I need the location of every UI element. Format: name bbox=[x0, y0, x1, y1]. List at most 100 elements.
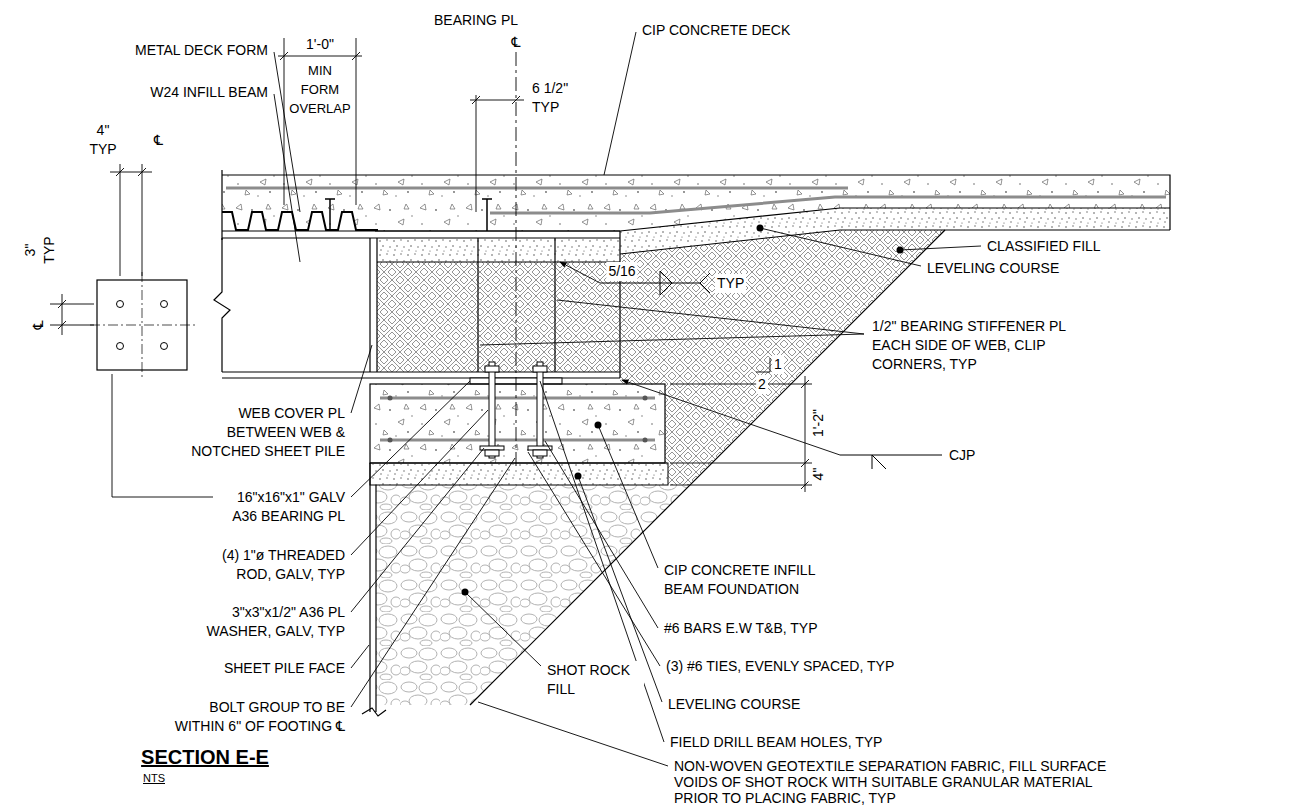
dimension-text: 1'-0" bbox=[304, 35, 336, 54]
callout-label: 16"x16"x1" GALV A36 BEARING PL bbox=[213, 488, 347, 526]
leader-dots bbox=[462, 225, 904, 596]
part-label: BEARING PL bbox=[432, 11, 520, 30]
infill-footing bbox=[362, 362, 668, 716]
leader-line bbox=[478, 702, 668, 766]
dimension-lines bbox=[278, 38, 812, 492]
footing-leveling bbox=[370, 463, 668, 485]
tie-dot bbox=[388, 396, 393, 401]
dimension-line bbox=[50, 164, 152, 335]
leader-line bbox=[760, 228, 921, 266]
bolt-hole bbox=[117, 343, 124, 350]
slope-number: 2 bbox=[756, 375, 768, 394]
callout-label: (4) 1"ø THREADED ROD, GALV, TYP bbox=[203, 546, 347, 584]
tie-dot bbox=[388, 438, 393, 443]
centerline bbox=[90, 272, 195, 378]
centerline-symbol: ℄ bbox=[510, 33, 523, 52]
leader-line bbox=[351, 410, 488, 555]
plate-detail bbox=[50, 164, 195, 378]
dimension-line bbox=[470, 95, 524, 212]
dimension-note: MIN FORM OVERLAP bbox=[287, 61, 354, 118]
callout-label: W24 INFILL BEAM bbox=[148, 83, 270, 102]
sheet-pile bbox=[362, 463, 386, 716]
leader-line bbox=[351, 458, 515, 707]
callout-label: LEVELING COURSE bbox=[925, 259, 1061, 278]
leader-dot bbox=[462, 589, 469, 596]
callout-label: (3) #6 TIES, EVENLY SPACED, TYP bbox=[664, 657, 896, 676]
callout-label: SHOT ROCK FILL bbox=[545, 661, 644, 699]
leader-dot bbox=[595, 422, 602, 429]
bolt-hole bbox=[161, 301, 168, 308]
tie-dot bbox=[643, 438, 648, 443]
leader-line bbox=[540, 381, 664, 742]
callout-label: METAL DECK FORM bbox=[133, 41, 270, 60]
callout-label: CLASSIFIED FILL bbox=[985, 237, 1103, 256]
dimension-line bbox=[670, 376, 812, 492]
dimension-text: 4" bbox=[809, 466, 828, 483]
slope-marker bbox=[756, 358, 770, 372]
centerline-symbol: ℄ bbox=[29, 319, 48, 332]
threaded-rod bbox=[537, 362, 543, 458]
slab-outline bbox=[222, 170, 1170, 240]
callout-label: CIP CONCRETE DECK bbox=[640, 21, 792, 40]
bolt-hole bbox=[117, 301, 124, 308]
callout-note: NON-WOVEN GEOTEXTILE SEPARATION FABRIC, … bbox=[672, 758, 1131, 806]
callout-label: CIP CONCRETE INFILL BEAM FOUNDATION bbox=[662, 561, 831, 599]
beam-end-fill bbox=[377, 262, 620, 372]
rod-nut bbox=[485, 366, 499, 372]
deck-slab bbox=[222, 170, 1170, 240]
leader-line bbox=[900, 246, 981, 250]
slope-number: 1 bbox=[772, 355, 784, 374]
dimension-text: 1'-2" bbox=[809, 407, 828, 439]
shear-stud bbox=[325, 199, 492, 231]
leader-line bbox=[351, 381, 470, 497]
rod-nut bbox=[533, 450, 547, 456]
weld-note: TYP bbox=[715, 274, 746, 293]
callout-label: SHEET PILE FACE bbox=[222, 659, 347, 678]
leader-dot bbox=[575, 473, 582, 480]
leader-line bbox=[528, 452, 660, 666]
rod-nut bbox=[533, 366, 547, 372]
dimension-text: 4" TYP bbox=[83, 121, 123, 159]
scale-note: NTS bbox=[143, 771, 165, 785]
dimension-text: 6 1/2" TYP bbox=[530, 79, 584, 117]
infill-beam bbox=[214, 231, 620, 384]
leader-dot bbox=[897, 247, 904, 254]
centerline bbox=[516, 52, 517, 470]
callout-label: 3"x3"x1/2" A36 PL WASHER, GALV, TYP bbox=[178, 603, 347, 641]
leader-line bbox=[351, 448, 484, 612]
leader-dot bbox=[757, 225, 764, 232]
footing-rebar bbox=[380, 398, 655, 440]
leader-line bbox=[545, 441, 658, 628]
weld-arrow bbox=[560, 262, 600, 283]
leader-line bbox=[465, 592, 541, 666]
callout-label: WEB COVER PL BETWEEN WEB & NOTCHED SHEET… bbox=[168, 404, 347, 461]
leader-lines bbox=[112, 32, 981, 766]
callout-label: #6 BARS E.W T&B, TYP bbox=[662, 619, 820, 638]
leader-line bbox=[598, 425, 658, 568]
dimension-line bbox=[278, 38, 362, 205]
beam-leveling bbox=[377, 238, 620, 262]
shot-rock bbox=[376, 485, 690, 705]
callout-label: LEVELING COURSE bbox=[666, 695, 802, 714]
drawing-title: SECTION E-E bbox=[141, 745, 269, 769]
callout-label: FIELD DRILL BEAM HOLES, TYP bbox=[668, 733, 884, 752]
leader-line bbox=[604, 32, 636, 175]
callout-label: BOLT GROUP TO BE WITHIN 6" OF FOOTING ℄ bbox=[163, 698, 347, 736]
leader-line bbox=[351, 345, 372, 413]
threaded-rod bbox=[489, 362, 495, 458]
bolt-hole bbox=[161, 343, 168, 350]
dimension-text: 3" TYP bbox=[21, 230, 59, 270]
rod-nut bbox=[485, 450, 499, 456]
callout-label: 1/2" BEARING STIFFENER PL EACH SIDE OF W… bbox=[870, 317, 1079, 374]
metal-deck bbox=[222, 212, 378, 230]
footing-concrete bbox=[370, 384, 665, 463]
weld-size: 5/16 bbox=[606, 262, 637, 281]
slab-rebar bbox=[226, 188, 1166, 213]
soil-fill bbox=[376, 208, 1170, 705]
leader-line bbox=[480, 300, 864, 345]
leader-line bbox=[351, 645, 369, 668]
centerline-symbol: ℄ bbox=[152, 131, 165, 150]
beam-outline bbox=[214, 231, 620, 378]
tie-dot bbox=[643, 396, 648, 401]
